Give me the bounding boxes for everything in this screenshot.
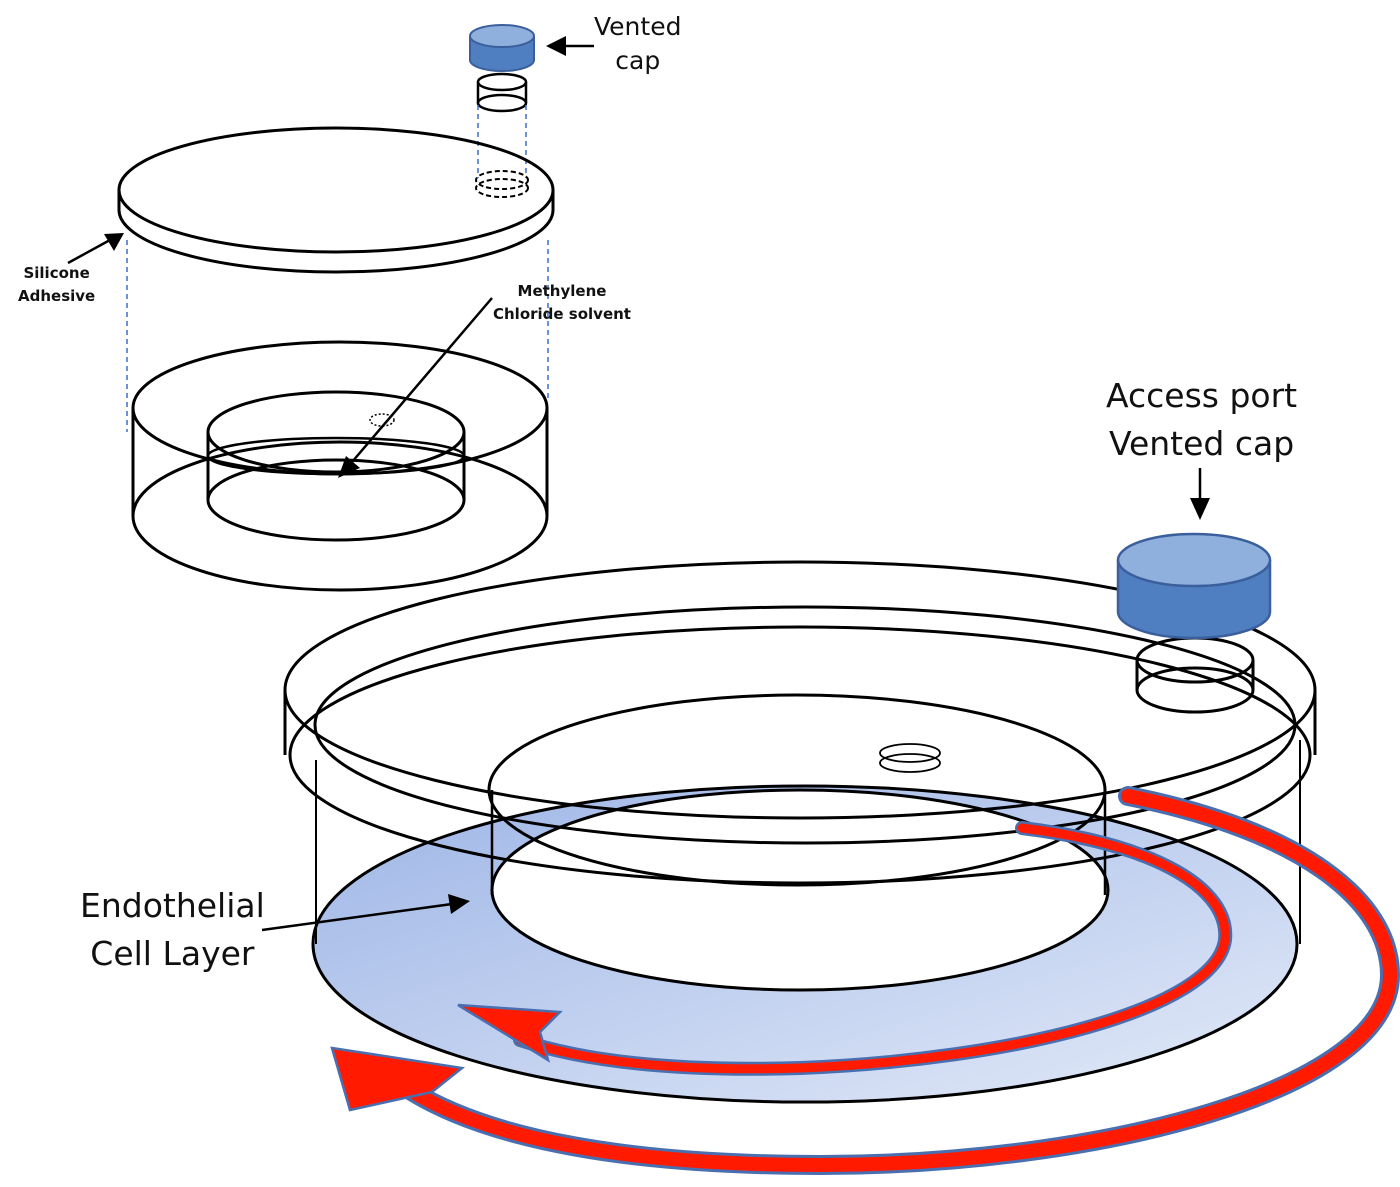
endothelial-cell-layer-label: Endothelial Cell Layer [80, 882, 265, 978]
flow-arrow-outer-icon [330, 786, 1400, 1176]
vented-cap-label: Vented cap [594, 10, 681, 78]
callout-arrows-lower [261, 468, 1210, 932]
assembled-chamber [283, 532, 1400, 1176]
methylene-chloride-label-line-2: Chloride solvent [493, 304, 631, 323]
flow-arrow-inner-icon [457, 821, 1233, 1076]
endothelial-label-line-1: Endothelial [80, 886, 265, 925]
vented-cap-label-line-2: cap [615, 45, 661, 75]
silicone-adhesive-lid [117, 126, 555, 274]
methylene-chloride-label-line-1: Methylene [517, 282, 607, 300]
access-port-label: Access port Vented cap [1106, 372, 1297, 468]
access-port-label-line-2: Vented cap [1108, 423, 1295, 463]
methylene-chloride-label: Methylene Chloride solvent [493, 280, 631, 325]
silicone-adhesive-label-line-2: Adhesive [18, 286, 96, 305]
inner-cylinder [206, 390, 466, 542]
endothelial-cell-layer [311, 784, 1299, 1104]
access-port-label-line-1: Access port [1106, 376, 1298, 415]
endothelial-label-line-2: Cell Layer [90, 933, 255, 973]
small-vented-cap-icon [469, 24, 535, 113]
silicone-adhesive-label: Silicone Adhesive [18, 262, 95, 307]
silicone-adhesive-label-line-1: Silicone [23, 264, 90, 282]
exploded-assembly [117, 24, 555, 592]
access-port-vented-cap-icon [1116, 532, 1272, 714]
outer-dish [131, 340, 549, 592]
callout-arrows-upper [67, 36, 594, 478]
vented-cap-label-line-1: Vented [594, 12, 682, 41]
